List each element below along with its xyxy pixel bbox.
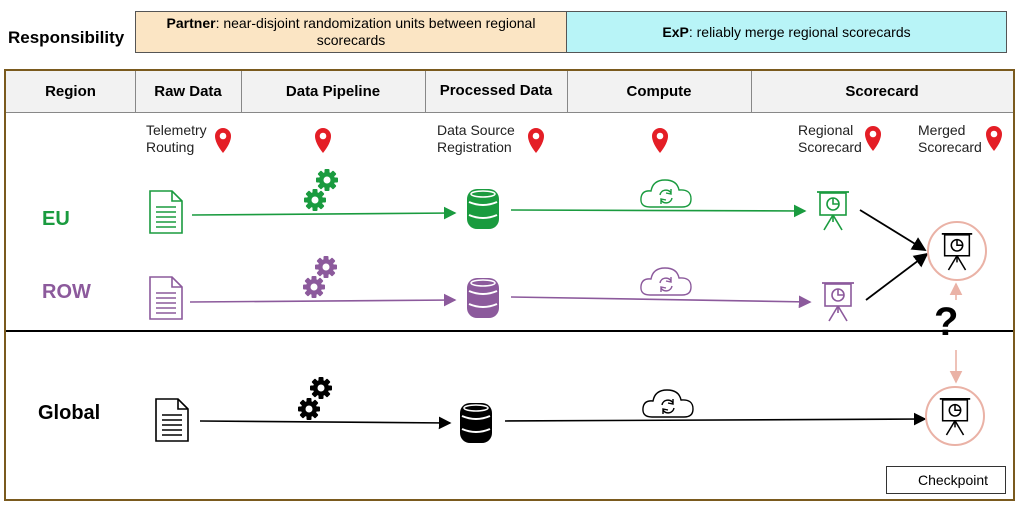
map-pin-icon	[215, 128, 231, 153]
partner-label: Partner	[166, 15, 216, 31]
map-pin-icon	[652, 128, 668, 153]
region-row-label: ROW	[42, 281, 91, 303]
header-compute: Compute	[567, 71, 751, 113]
document-icon	[149, 190, 183, 234]
header-processed-data: Processed Data	[425, 71, 567, 113]
exp-responsibility-box: ExP: reliably merge regional scorecards	[567, 11, 1007, 53]
header-region: Region	[6, 71, 135, 113]
responsibility-title: Responsibility	[8, 28, 125, 47]
exp-description: : reliably merge regional scorecards	[688, 24, 911, 40]
presentation-chart-icon	[821, 282, 855, 322]
header-scorecard: Scorecard	[751, 71, 1013, 113]
partner-responsibility-box: Partner: near-disjoint randomization uni…	[135, 11, 567, 53]
document-icon	[149, 276, 183, 320]
cloud-sync-icon	[642, 389, 694, 418]
header-separator	[425, 71, 426, 113]
exp-label: ExP	[662, 24, 689, 40]
map-pin-icon	[865, 126, 881, 151]
gears-icon	[315, 256, 337, 278]
cloud-sync-icon	[640, 179, 692, 208]
database-icon	[466, 188, 500, 230]
header-separator	[135, 71, 136, 113]
legend-label: Checkpoint	[918, 472, 989, 488]
gears-icon	[316, 169, 338, 191]
presentation-chart-icon	[816, 191, 850, 231]
legend-checkpoint: Checkpoint	[886, 466, 1006, 494]
map-pin-icon	[986, 126, 1002, 151]
header-separator	[567, 71, 568, 113]
region-eu-label: EU	[42, 208, 70, 230]
gears-icon	[310, 377, 332, 399]
header-data-pipeline: Data Pipeline	[241, 71, 425, 113]
partner-description: : near-disjoint randomization units betw…	[215, 15, 536, 48]
header-separator	[751, 71, 752, 113]
question-mark: ?	[934, 300, 959, 344]
database-icon	[466, 277, 500, 319]
database-icon	[459, 402, 493, 444]
gears-icon	[298, 398, 320, 420]
cloud-sync-icon	[640, 267, 692, 296]
map-pin-icon	[528, 128, 544, 153]
pipeline-frame	[4, 69, 1015, 501]
region-global-label: Global	[38, 402, 101, 424]
gears-icon	[303, 276, 325, 298]
document-icon	[155, 398, 189, 442]
header-raw-data: Raw Data	[135, 71, 241, 113]
header-separator	[241, 71, 242, 113]
section-divider	[6, 330, 1013, 332]
gears-icon	[304, 189, 326, 211]
map-pin-icon	[315, 128, 331, 153]
